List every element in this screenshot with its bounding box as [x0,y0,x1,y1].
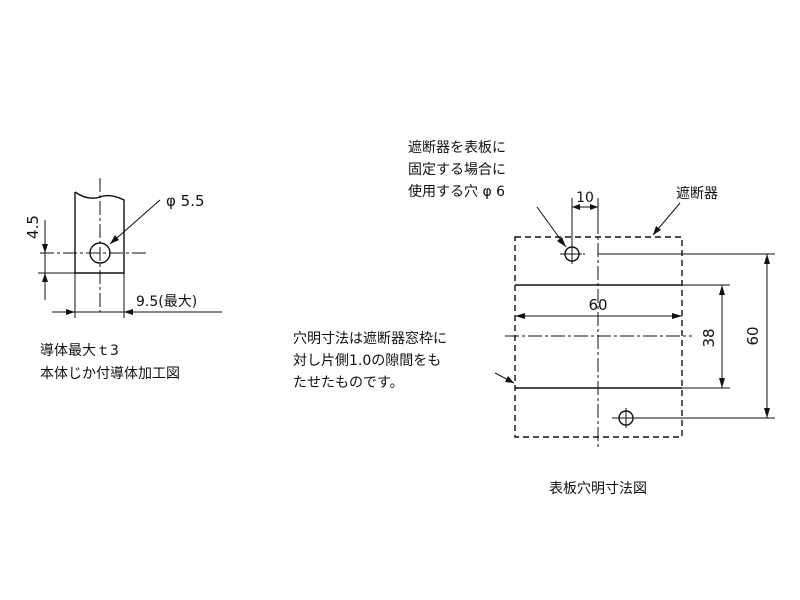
arrow-down [42,244,48,253]
dim-cutout-height-label: 38 [700,328,718,347]
top-fixing-hole [562,244,582,264]
note-leader-arrow [505,376,514,383]
caption-conductor-thickness: 導体最大ｔ3 [40,343,119,359]
cutout-arrow-down [719,378,725,388]
conductor-outline [74,191,125,274]
note-line-2: 対し片側1.0の隙間をも [293,353,441,369]
callout-leader-arrow [557,237,566,247]
arrow-left [124,309,133,315]
bottom-fixing-hole [616,408,636,428]
offset-arrow-left [572,204,580,210]
arrow-up [42,273,48,282]
callout-line-1: 遮断器を表板に [408,140,506,156]
dim-hole-label: φ 5.5 [166,192,205,210]
width-arrow-right [672,313,682,319]
hole-leader-line [109,199,161,245]
caption-panel-cutout: 表板穴明寸法図 [549,481,647,497]
breaker-label: 遮断器 [676,186,718,202]
dim-total-height-label: 60 [744,326,762,345]
callout-line-3: 使用する穴 φ 6 [408,183,505,200]
note-line-1: 穴明寸法は遮断器窓枠に [293,330,447,347]
hole-leader-arrow [110,235,119,244]
width-arrow-left [515,313,525,319]
offset-arrow-right [590,204,598,210]
breaker-leader-arrow [653,226,661,235]
dim-vertical-label: 4.5 [24,215,42,239]
dim-offset-label: 10 [576,190,594,206]
cutout-arrow-up [719,285,725,295]
callout-line-2: 固定する場合に [408,162,506,178]
caption-conductor-title: 本体じか付導体加工図 [40,366,180,382]
arrow-right [66,309,75,315]
total-arrow-down [764,408,770,418]
dim-width-label: 60 [588,296,607,314]
total-arrow-up [764,254,770,264]
conductor-detail: 4.5 φ 5.5 9.5(最大) 導体最大ｔ3 本体じか付導体加工図 [24,178,222,382]
note-line-3: たせたものです。 [293,375,404,391]
dim-horizontal-label: 9.5(最大) [136,294,197,310]
panel-cutout-detail: 10 遮断器を表板に 固定する場合に 使用する穴 φ 6 遮断器 60 38 6… [293,140,775,497]
